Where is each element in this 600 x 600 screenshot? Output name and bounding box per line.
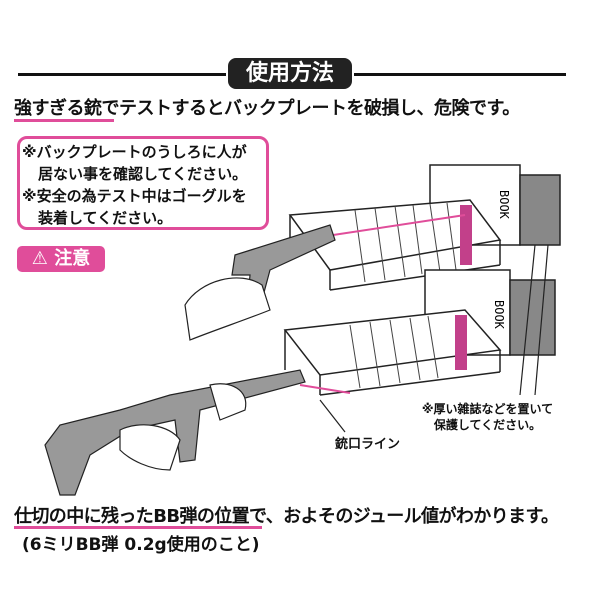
bb-note: (6ミリBB弾 0.2g使用のこと) xyxy=(22,535,260,555)
warning-triangle-icon: ⚠ xyxy=(31,248,48,269)
book-label: BOOK xyxy=(497,190,511,220)
result-underline xyxy=(14,526,262,529)
magazine-note: ※厚い雑誌などを置いて 保護してください。 xyxy=(405,401,570,433)
warning-box: ※バックプレートのうしろに人が 居ない事を確認してください。 ※安全の為テスト中… xyxy=(17,136,269,230)
book-label: BOOK xyxy=(492,300,506,330)
headline: 強すぎる銃でテストするとバックプレートを破損し、危険です。 xyxy=(14,98,520,119)
headline-underline xyxy=(14,119,114,122)
title-rule-right xyxy=(354,73,566,76)
upper-backplate xyxy=(460,205,472,265)
muzzle-pointer xyxy=(319,399,346,433)
lower-trap-box xyxy=(283,269,556,396)
lower-muzzle-line xyxy=(299,384,351,394)
upper-magazines xyxy=(519,174,561,246)
caution-label: 注意 xyxy=(54,248,91,269)
caution-badge: ⚠ 注意 xyxy=(17,246,105,272)
magazine-note-line: ※厚い雑誌などを置いて xyxy=(421,402,554,416)
lower-dividers xyxy=(349,315,439,389)
upper-dividers xyxy=(354,202,457,283)
lower-backplate xyxy=(455,315,467,370)
warning-line: 居ない事を確認してください。 xyxy=(38,165,248,183)
page-title: 使用方法 xyxy=(228,58,352,89)
title-rule-left xyxy=(18,73,226,76)
warning-line: ※安全の為テスト中はゴーグルを xyxy=(22,187,247,205)
pistol-illustration xyxy=(184,224,336,341)
result-text: 仕切の中に残ったBB弾の位置で、およそのジュール値がわかります。 xyxy=(14,506,559,527)
lower-magazines xyxy=(509,279,556,356)
rifle-illustration xyxy=(44,369,306,496)
magazine-pointer xyxy=(519,244,536,396)
warning-line: ※バックプレートのうしろに人が xyxy=(22,143,247,161)
muzzle-line-label: 銃口ライン xyxy=(335,437,401,452)
magazine-note-line: 保護してください。 xyxy=(433,418,542,432)
warning-line: 装着してください。 xyxy=(38,209,173,227)
magazine-pointer xyxy=(534,244,549,396)
